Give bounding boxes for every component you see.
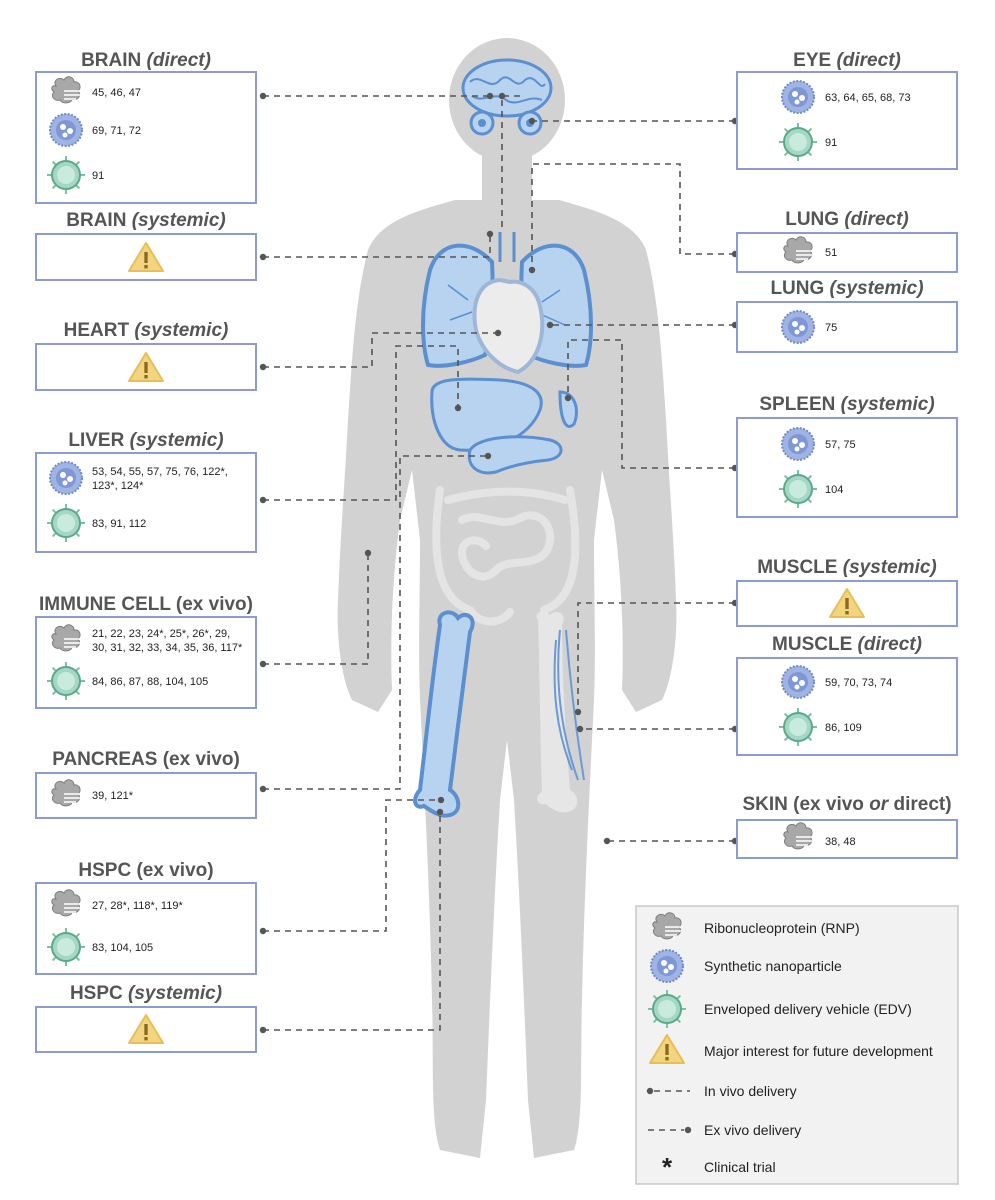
panel-title: HSPC (systemic) — [70, 983, 222, 1004]
reference-list: 53, 54, 55, 57, 75, 76, 122*, — [92, 466, 228, 478]
panel-muscle-direct: MUSCLE (direct) 59, 70, 73, 74 86, 109 — [736, 634, 958, 756]
in-vivo-line-icon — [646, 1087, 690, 1095]
panel-title: LIVER (systemic) — [68, 430, 223, 451]
nanoparticle-icon — [781, 427, 815, 461]
nanoparticle-icon — [49, 113, 83, 147]
legend-edv-label: Enveloped delivery vehicle (EDV) — [704, 1001, 912, 1017]
edv-icon — [46, 661, 86, 701]
asterisk-icon: * — [662, 1152, 673, 1182]
edv-icon — [46, 155, 86, 195]
intestine-organ — [432, 486, 580, 626]
reference-list: 21, 22, 23, 24*, 25*, 26*, 29, — [92, 628, 230, 640]
panel-brain-direct: BRAIN (direct) 45, 46, 47 69, 71, 72 91 — [35, 50, 257, 204]
panel-title: BRAIN (systemic) — [66, 210, 225, 231]
reference-list: 84, 86, 87, 88, 104, 105 — [92, 676, 208, 688]
legend-warning-label: Major interest for future development — [704, 1043, 933, 1059]
panel-title: EYE (direct) — [793, 50, 901, 71]
body-silhouette — [337, 38, 677, 1158]
panel-lung-systemic: LUNG (systemic) 75 — [736, 278, 958, 353]
panel-title: BRAIN (direct) — [81, 50, 211, 71]
panel-lung-direct: LUNG (direct) 51 — [736, 209, 958, 273]
panel-immune-exvivo: IMMUNE CELL (ex vivo) 21, 22, 23, 24*, 2… — [35, 594, 257, 709]
pancreas-organ — [467, 435, 563, 475]
panel-brain-systemic: BRAIN (systemic) — [35, 210, 257, 281]
nanoparticle-icon — [49, 461, 83, 495]
reference-list: 69, 71, 72 — [92, 125, 141, 137]
legend-rnp-label: Ribonucleoprotein (RNP) — [704, 920, 860, 936]
reference-list: 86, 109 — [825, 722, 862, 734]
panel-eye-direct: EYE (direct) 63, 64, 65, 68, 73 91 — [736, 50, 958, 170]
nanoparticle-icon — [781, 310, 815, 344]
reference-list: 57, 75 — [825, 439, 856, 451]
panel-title: SPLEEN (systemic) — [759, 394, 934, 415]
reference-list: 38, 48 — [825, 836, 856, 848]
legend-clinical-label: Clinical trial — [704, 1159, 776, 1175]
edv-icon — [46, 503, 86, 543]
edv-icon — [778, 707, 818, 747]
edv-icon — [778, 122, 818, 162]
ex-vivo-line-icon — [648, 1126, 692, 1134]
nanoparticle-icon — [650, 949, 684, 983]
leg-muscle — [536, 611, 585, 813]
panel-title: MUSCLE (direct) — [772, 634, 922, 655]
edv-icon — [778, 469, 818, 509]
legend-ex-vivo-label: Ex vivo delivery — [704, 1122, 801, 1138]
reference-list: 83, 91, 112 — [92, 518, 146, 530]
reference-list: 39, 121* — [92, 790, 134, 802]
panel-title: LUNG (systemic) — [770, 278, 923, 299]
panel-title: SKIN (ex vivo or direct) — [742, 794, 951, 815]
nanoparticle-icon — [781, 665, 815, 699]
reference-list: 91 — [825, 137, 837, 149]
panel-liver-systemic: LIVER (systemic) 53, 54, 55, 57, 75, 76,… — [35, 430, 257, 553]
panel-heart-systemic: HEART (systemic) — [35, 320, 257, 391]
reference-list: 83, 104, 105 — [92, 942, 153, 954]
reference-list: 91 — [92, 170, 104, 182]
legend: Ribonucleoprotein (RNP) Synthetic nanopa… — [635, 905, 959, 1185]
reference-list: 59, 70, 73, 74 — [825, 677, 892, 689]
edv-icon — [647, 989, 687, 1029]
connectors — [259, 92, 739, 1034]
panel-skin: SKIN (ex vivo or direct) 38, 48 — [736, 794, 958, 859]
reference-list: 27, 28*, 118*, 119* — [92, 900, 183, 912]
reference-list: 63, 64, 65, 68, 73 — [825, 92, 911, 104]
femur-bone — [413, 610, 475, 818]
reference-list: 51 — [825, 247, 837, 259]
heart-organ — [472, 277, 545, 375]
reference-list: 45, 46, 47 — [92, 87, 141, 99]
liver-organ — [430, 377, 543, 452]
panel-muscle-systemic: MUSCLE (systemic) — [736, 557, 958, 627]
legend-in-vivo-label: In vivo delivery — [704, 1083, 797, 1099]
reference-list: 75 — [825, 322, 837, 334]
reference-list: 123*, 124* — [92, 480, 144, 492]
reference-list: 30, 31, 32, 33, 34, 35, 36, 117* — [92, 642, 243, 654]
panel-spleen-systemic: SPLEEN (systemic) 57, 75 104 — [736, 394, 958, 518]
panel-title: MUSCLE (systemic) — [757, 557, 937, 578]
legend-nanoparticle-label: Synthetic nanoparticle — [704, 958, 842, 974]
panel-title: IMMUNE CELL (ex vivo) — [39, 594, 253, 615]
panel-hspc-exvivo: HSPC (ex vivo) 27, 28*, 118*, 119* 83, 1… — [35, 860, 257, 975]
brain-organ — [461, 58, 553, 118]
panel-hspc-systemic: HSPC (systemic) — [35, 983, 257, 1053]
panel-title: HEART (systemic) — [64, 320, 229, 341]
reference-list: 104 — [825, 484, 843, 496]
nanoparticle-icon — [781, 80, 815, 114]
panel-pancreas-exvivo: PANCREAS (ex vivo) 39, 121* — [35, 749, 257, 819]
panel-title: HSPC (ex vivo) — [78, 860, 213, 881]
panel-title: PANCREAS (ex vivo) — [52, 749, 240, 770]
edv-icon — [46, 927, 86, 967]
panel-title: LUNG (direct) — [785, 209, 909, 230]
